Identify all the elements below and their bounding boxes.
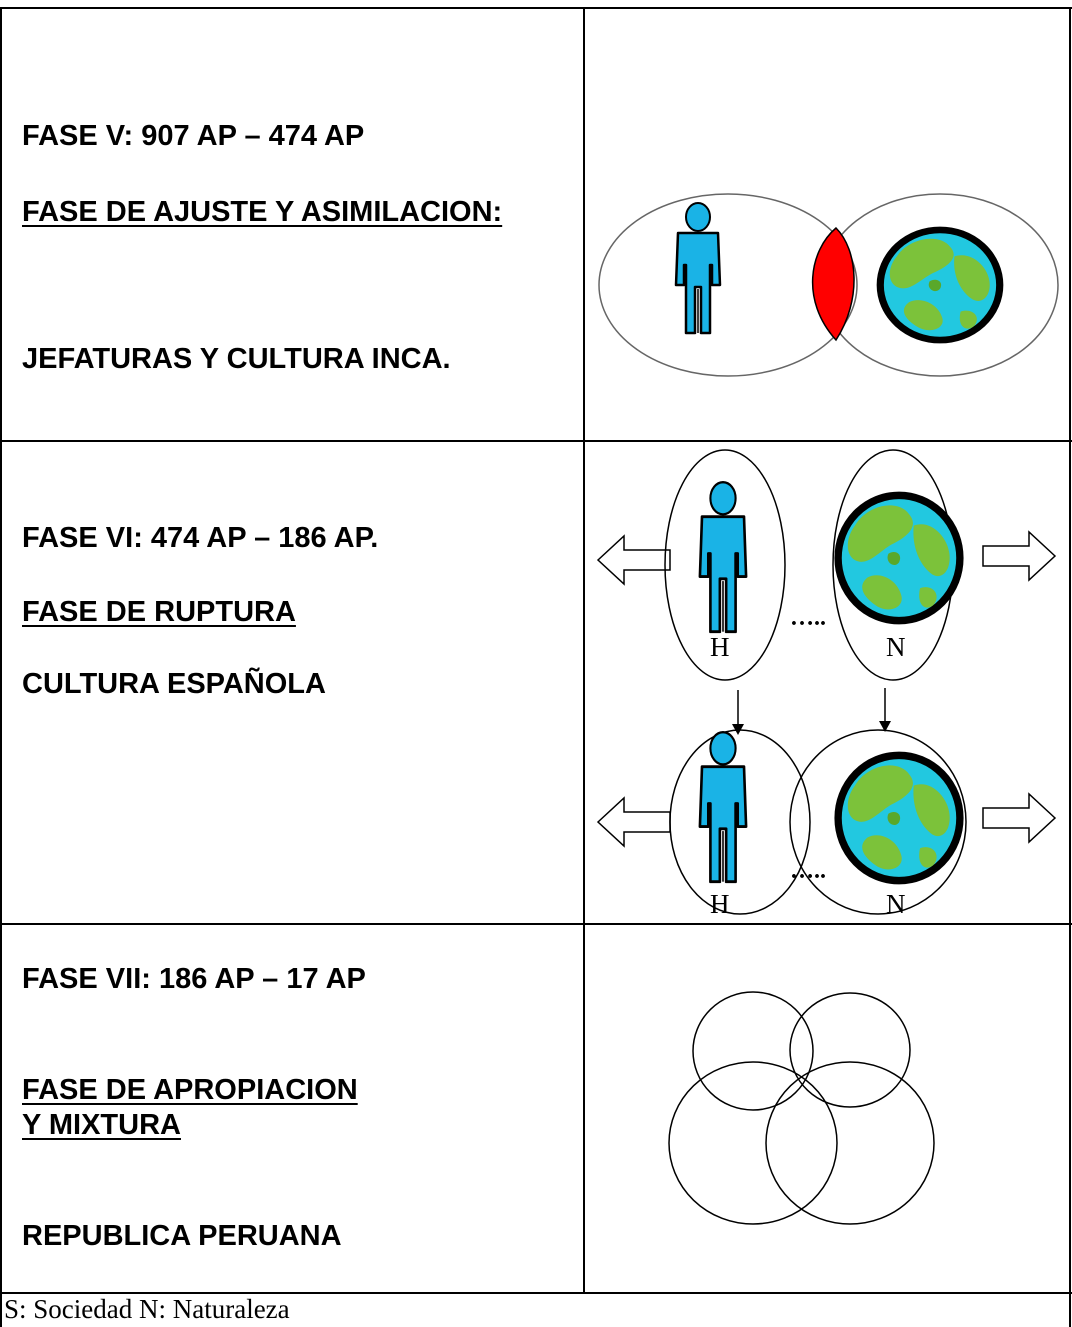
row-divider-3	[0, 1292, 1072, 1294]
phase-v-title: FASE DE AJUSTE Y ASIMILACION:	[22, 196, 503, 228]
nature-label-bottom: N	[886, 889, 906, 919]
phase-vi-culture: CULTURA ESPAÑOLA	[22, 668, 326, 700]
arrow-down-icon	[879, 721, 891, 732]
connector-dots-top: …..	[790, 605, 826, 631]
phase-vi-heading: FASE VI: 474 AP – 186 AP.	[22, 522, 379, 554]
society-ellipse-top	[664, 449, 786, 681]
table-border-top	[0, 7, 1072, 9]
arrow-left-icon	[597, 535, 671, 585]
phase-vii-title-line2: Y MIXTURA	[22, 1109, 181, 1141]
assimilation-diagram	[598, 193, 1059, 377]
table-border-right	[1069, 7, 1071, 1327]
circle-bottom-right	[765, 1061, 935, 1225]
phase-vii-culture: REPUBLICA PERUANA	[22, 1220, 342, 1252]
circle-top-right	[789, 992, 911, 1108]
society-label-top: H	[710, 632, 730, 662]
arrow-right-icon	[982, 793, 1056, 843]
phase-vii-heading: FASE VII: 186 AP – 17 AP	[22, 963, 366, 995]
phase-v-culture: JEFATURAS Y CULTURA INCA.	[22, 343, 451, 375]
rupture-diagram-bottom: H ….. N	[597, 729, 1056, 919]
earth-globe-icon	[838, 755, 960, 880]
society-ellipse	[598, 193, 858, 377]
society-ellipse-bottom	[669, 729, 811, 915]
earth-globe-icon	[880, 230, 999, 340]
row-divider-1	[0, 440, 1072, 442]
legend-footer: S: Sociedad N: Naturaleza	[4, 1294, 290, 1324]
person-icon	[698, 730, 748, 884]
mixture-diagram	[668, 991, 935, 1225]
overlap-lens	[812, 226, 855, 342]
transition-arrows	[732, 688, 891, 735]
person-icon	[698, 480, 748, 634]
row-divider-2	[0, 923, 1072, 925]
rupture-diagram-top: H ….. N	[597, 449, 1056, 681]
phase-vii-title-line1: FASE DE APROPIACION	[22, 1074, 358, 1106]
phase-vi-title: FASE DE RUPTURA	[22, 596, 296, 628]
person-icon	[674, 201, 722, 335]
society-label-bottom: H	[710, 889, 730, 919]
nature-label-top: N	[886, 632, 906, 662]
arrow-left-icon	[597, 797, 671, 847]
column-divider	[583, 7, 585, 1293]
phase-v-heading: FASE V: 907 AP – 474 AP	[22, 120, 365, 152]
arrow-right-icon	[982, 531, 1056, 581]
circle-top-left	[692, 991, 814, 1111]
connector-dots-bottom: …..	[790, 858, 826, 884]
circle-bottom-left	[668, 1061, 838, 1225]
earth-globe-icon	[838, 495, 960, 620]
table-border-left	[0, 7, 2, 1327]
nature-ellipse-bottom	[789, 729, 967, 915]
